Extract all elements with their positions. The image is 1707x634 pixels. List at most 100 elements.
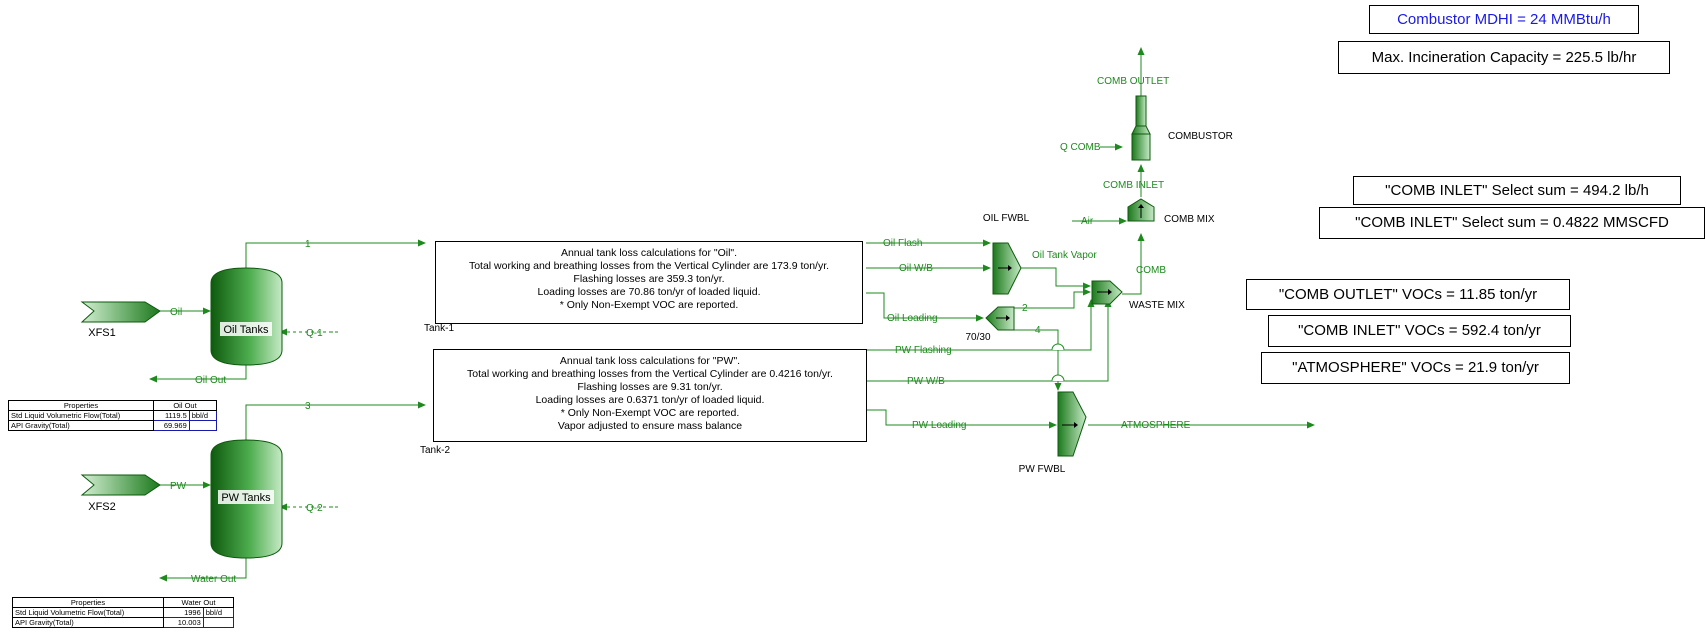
xfs2-feeder-icon[interactable] (80, 474, 161, 496)
stream-oil-tank-vapor-label: Oil Tank Vapor (1032, 250, 1097, 261)
table-cell: 69.969 (153, 420, 190, 431)
tank1-line: Total working and breathing losses from … (468, 260, 830, 272)
table-header-row: Properties Oil Out (8, 400, 217, 411)
stream-4-label: 4 (1035, 325, 1041, 336)
tank1-line: Annual tank loss calculations for "Oil". (560, 247, 738, 259)
stream-q2-label: Q-2 (306, 503, 323, 514)
pw-fwbl-label: PW FWBL (1019, 464, 1066, 475)
stream-2-line[interactable] (1014, 288, 1091, 309)
stream-1-label: 1 (305, 239, 311, 250)
stream-q1-label: Q-1 (306, 328, 323, 339)
table-cell: Std Liquid Volumetric Flow(Total) (8, 410, 154, 421)
table-header: Properties (8, 400, 154, 411)
stream-1-line[interactable] (245, 239, 426, 270)
stream-4-line[interactable] (1014, 329, 1062, 391)
pw-tanks-label-bg (218, 490, 274, 504)
combustor-label: COMBUSTOR (1168, 131, 1233, 142)
stream-oil-loading-label: Oil Loading (887, 313, 938, 324)
tank2-line: Vapor adjusted to ensure mass balance (557, 420, 743, 432)
table-row: API Gravity(Total) 69.969 (8, 420, 218, 431)
stream-2-label: 2 (1022, 303, 1028, 314)
stream-air-label: Air (1081, 216, 1094, 227)
stream-3-line[interactable] (245, 401, 426, 440)
stream-oil-out-line[interactable] (149, 364, 247, 383)
stream-q-comb-label: Q COMB (1060, 142, 1101, 153)
stream-pw-loading-label: PW Loading (912, 420, 966, 431)
comb-outlet-vocs-box: "COMB OUTLET" VOCs = 11.85 ton/yr (1246, 279, 1570, 310)
comb-mix-label: COMB MIX (1164, 214, 1215, 225)
xfs1-feeder-icon[interactable] (80, 301, 161, 323)
stream-pw-wb-line[interactable] (866, 299, 1112, 382)
table-cell: API Gravity(Total) (8, 420, 154, 431)
tank2-line: Flashing losses are 9.31 ton/yr. (577, 381, 723, 393)
table-cell: API Gravity(Total) (12, 617, 164, 628)
tank2-line: Annual tank loss calculations for "PW". (559, 355, 741, 367)
tank1-caption: Tank-1 (424, 323, 455, 334)
crossover-hop (1051, 374, 1065, 382)
oil-out-properties-table: Properties Oil Out Std Liquid Volumetric… (8, 400, 218, 431)
splitter-label: 70/30 (965, 332, 990, 343)
tank1-line: * Only Non-Exempt VOC are reported. (559, 299, 739, 311)
stream-pw-loading-line[interactable] (866, 409, 1057, 429)
xfs2-label: XFS2 (88, 501, 116, 513)
combustor-icon[interactable] (1131, 95, 1151, 161)
water-out-properties-table: Properties Water Out Std Liquid Volumetr… (12, 597, 235, 628)
comb-mix-arrowhead-icon (1138, 204, 1144, 208)
stream-oil-label: Oil (170, 307, 182, 318)
xfs1-label: XFS1 (88, 327, 116, 339)
stream-3-label: 3 (305, 401, 311, 412)
comb-inlet-lbh-box: "COMB INLET" Select sum = 494.2 lb/h (1353, 176, 1681, 205)
stream-comb-label: COMB (1136, 265, 1166, 276)
table-header: Properties (12, 597, 164, 608)
stream-pw-flashing-label: PW Flashing (895, 345, 952, 356)
table-cell: 1119.5 (153, 410, 190, 421)
oil-fwbl-label: OIL FWBL (983, 213, 1030, 224)
oil-tanks-label-bg (220, 322, 272, 336)
table-cell: 10.003 (163, 617, 204, 628)
table-cell (188, 420, 218, 431)
stream-comb-line[interactable] (1122, 233, 1145, 295)
tank1-calculation-note: Annual tank loss calculations for "Oil".… (435, 241, 863, 324)
pw-fwbl-mixer-icon[interactable] (1057, 391, 1087, 457)
table-row: Std Liquid Volumetric Flow(Total) 1996 b… (12, 607, 235, 618)
atmosphere-vocs-box: "ATMOSPHERE" VOCs = 21.9 ton/yr (1261, 352, 1570, 384)
table-cell: 1996 (163, 607, 204, 618)
table-row: Std Liquid Volumetric Flow(Total) 1119.5… (8, 410, 218, 421)
table-row: API Gravity(Total) 10.003 (12, 617, 235, 628)
stream-oil-loading-line[interactable] (866, 292, 984, 322)
stream-pw-label: PW (170, 481, 187, 492)
pw-tanks-label: PW Tanks (221, 492, 271, 504)
oil-fwbl-arrowhead-icon (1008, 265, 1012, 271)
stream-oil-tank-vapor-line[interactable] (1020, 267, 1091, 290)
stream-water-out-label: Water Out (191, 574, 236, 585)
waste-mix-label: WASTE MIX (1129, 300, 1185, 311)
stream-water-out-line[interactable] (159, 558, 247, 582)
crossover-hop (1051, 343, 1065, 351)
tank2-calculation-note: Annual tank loss calculations for "PW". … (433, 349, 867, 442)
combustor-mdhi-box: Combustor MDHI = 24 MMBtu/h (1369, 5, 1639, 34)
stream-pw-wb-label: PW W/B (907, 376, 945, 387)
pw-fwbl-arrowhead-icon (1074, 422, 1078, 428)
stream-oil-out-label: Oil Out (195, 375, 226, 386)
max-incineration-box: Max. Incineration Capacity = 225.5 lb/hr (1338, 41, 1670, 74)
stream-atmosphere-label: ATMOSPHERE (1121, 420, 1191, 431)
table-header: Oil Out (153, 400, 217, 411)
tank1-line: Loading losses are 70.86 ton/yr of loade… (537, 286, 761, 298)
stream-comb-outlet-label: COMB OUTLET (1097, 76, 1169, 87)
table-cell: bbl/d (202, 607, 235, 618)
oil-tanks-vessel[interactable] (210, 267, 283, 366)
stream-pw-flashing-line[interactable] (866, 299, 1095, 351)
table-cell: bbl/d (188, 410, 218, 421)
table-header-row: Properties Water Out (12, 597, 234, 608)
table-cell (202, 617, 235, 628)
table-cell: Std Liquid Volumetric Flow(Total) (12, 607, 164, 618)
stream-oil-flash-label: Oil Flash (883, 238, 922, 249)
stream-oil-wb-label: Oil W/B (899, 263, 933, 274)
tank2-caption: Tank-2 (420, 445, 451, 456)
comb-inlet-vocs-box: "COMB INLET" VOCs = 592.4 ton/yr (1268, 315, 1571, 347)
tank1-line: Flashing losses are 359.3 ton/yr. (573, 273, 725, 285)
table-header: Water Out (163, 597, 234, 608)
oil-tanks-label: Oil Tanks (223, 324, 269, 336)
splitter-arrowhead-icon (1006, 315, 1010, 321)
